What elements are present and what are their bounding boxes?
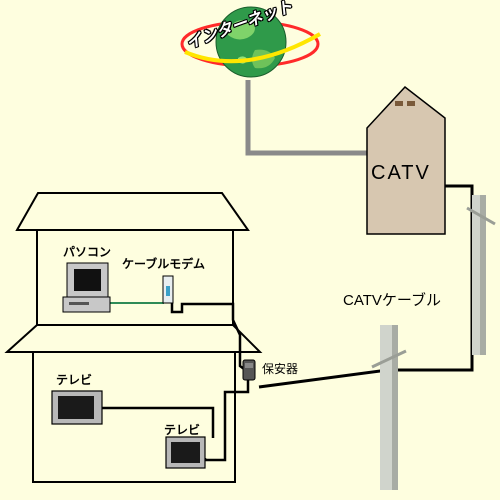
catv-station-label: CATV [371,162,431,184]
cable-modem-label: ケーブルモデム [122,257,206,271]
internet-globe-icon [180,6,321,78]
tv1-cable-line [101,406,215,438]
cable-modem-icon [162,275,174,304]
pc-label: パソコン [63,245,112,259]
tv2-icon [165,436,206,469]
catv-cable-label: CATVケーブル [343,292,441,309]
tv2-label: テレビ [164,423,201,437]
utility-pole-right [466,195,496,355]
internet-link [245,80,367,156]
utility-pole-middle [371,325,407,490]
house-cable-line [170,302,250,462]
tv1-icon [51,390,103,425]
catv-cable-line [258,184,474,389]
protector-icon [242,359,256,381]
tv1-label: テレビ [56,373,93,387]
house [4,192,263,483]
pc-icon [62,262,111,313]
protector-label: 保安器 [262,362,299,376]
catv-station [366,85,446,235]
